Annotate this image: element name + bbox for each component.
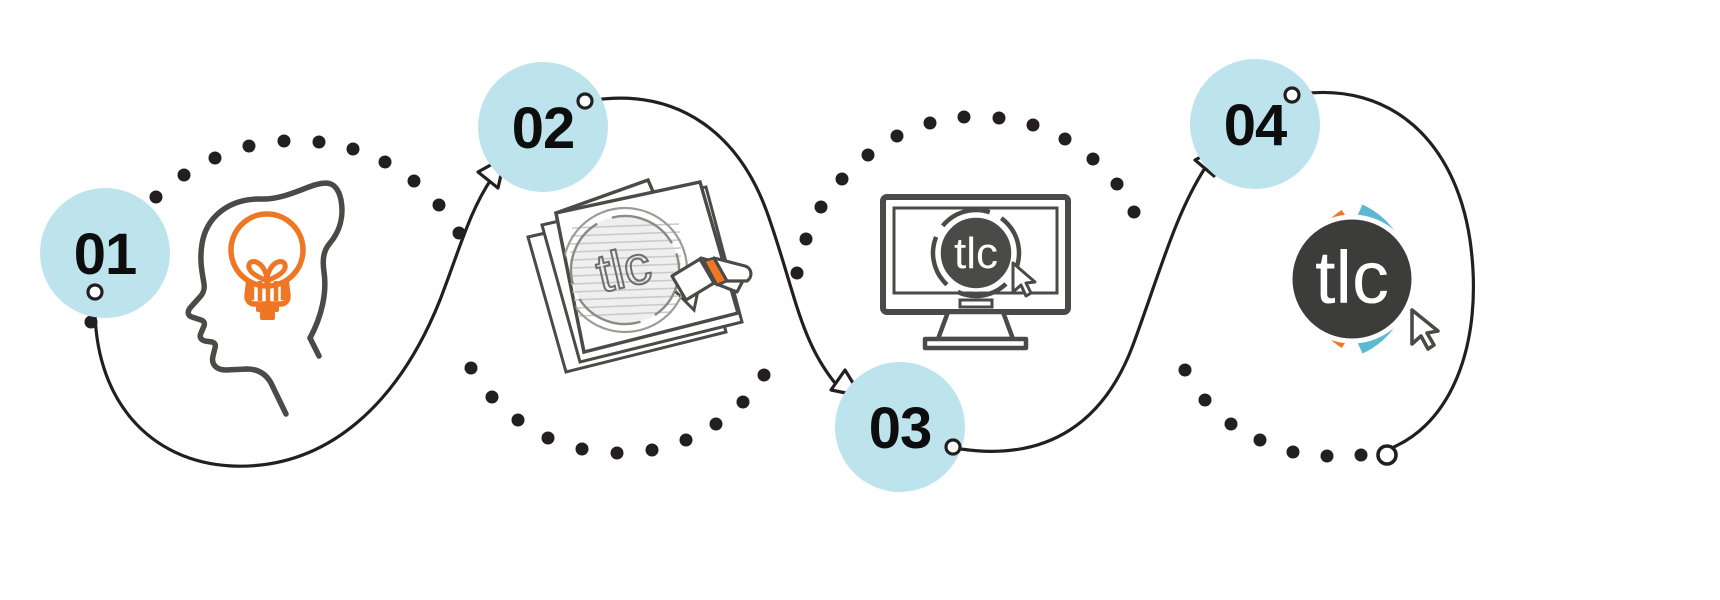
dotted-arc-4 [1178, 363, 1368, 463]
step-03-number: 03 [869, 396, 932, 461]
final-logo-icon: tlc [1287, 204, 1440, 354]
step-04-connector-dot [1283, 86, 1301, 104]
step-01-badge-circle[interactable] [40, 188, 170, 318]
flow-curves [93, 91, 1475, 468]
curve-02-to-03 [592, 96, 837, 385]
desktop-monitor-icon: tlc [880, 194, 1071, 351]
step-01-number: 01 [74, 222, 137, 287]
monitor-screen-logo: tlc [930, 207, 1022, 299]
mouse-pointer-icon [1011, 261, 1037, 298]
head-lightbulb-icon [185, 180, 345, 417]
logo-disc [1290, 217, 1414, 341]
curve-03-to-04 [959, 166, 1207, 453]
curve-04-to-end [1298, 91, 1475, 454]
sketch-papers-pencil-icon: tlc [526, 177, 753, 374]
pencil-icon [670, 256, 753, 302]
step-02-number: 02 [512, 96, 575, 161]
step-02-connector-dot [576, 92, 594, 110]
logo-mouse-pointer-icon [1410, 308, 1440, 351]
monitor-wordmark: tlc [954, 229, 998, 278]
start-endpoint [86, 283, 104, 301]
step-04-number: 04 [1224, 93, 1287, 158]
dotted-arc-2 [464, 361, 771, 460]
end-endpoint [1376, 444, 1398, 466]
curve-01-to-02 [93, 176, 494, 468]
step-03-connector-dot [944, 438, 962, 456]
dotted-arc-3 [790, 110, 1141, 280]
step-03-badge[interactable]: 03 [835, 362, 965, 492]
step-03-badge-circle[interactable] [835, 362, 965, 492]
logo-wordmark: tlc [1315, 236, 1389, 319]
step-02-badge-circle[interactable] [478, 62, 608, 192]
step-04-badge[interactable]: 04 [1190, 59, 1320, 189]
step-02-badge[interactable]: 02 [478, 62, 608, 192]
step-01-badge[interactable]: 01 [40, 188, 170, 318]
